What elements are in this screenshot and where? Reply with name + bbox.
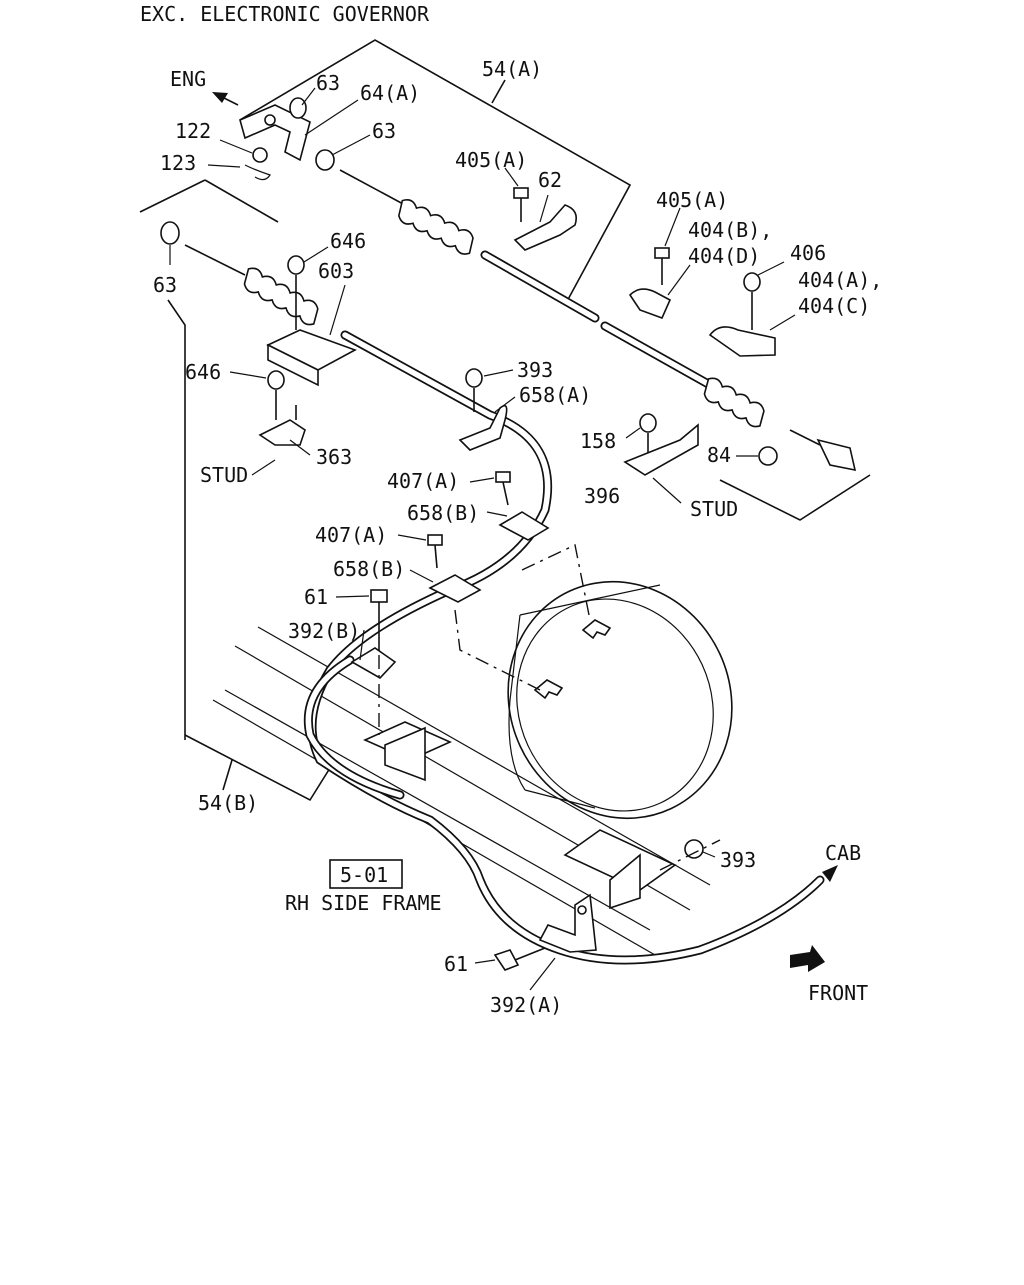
callout-stud-left: STUD [200,463,248,487]
callout-392a: 392(A) [490,993,562,1017]
callout-393-bottom: 393 [720,848,756,872]
callout-406: 406 [790,241,826,265]
callout-658b-1: 658(B) [407,501,479,525]
callout-123: 123 [160,151,196,175]
callout-54b: 54(B) [198,791,258,815]
callout-658a: 658(A) [519,383,591,407]
reference-box [329,859,403,889]
eng-arrow [212,92,239,106]
callout-61-bottom: 61 [444,952,468,976]
callout-stud-right: STUD [690,497,738,521]
callout-63-left: 63 [153,273,177,297]
assembly-outline-54b [139,179,336,802]
callout-363: 363 [316,445,352,469]
diagram-title: EXC. ELECTRONIC GOVERNOR [140,2,430,26]
frame-bracket-center [363,721,452,782]
front-arrow [790,945,825,972]
callout-84: 84 [707,443,731,467]
callout-646-left: 646 [185,360,221,384]
front-arrow-icon [790,945,825,972]
callout-61-top: 61 [304,585,328,609]
callout-603: 603 [318,259,354,283]
fuel-tank [507,580,733,820]
dashed-reference-lines [378,543,721,871]
callout-labels: 63 64(A) 63 54(A) 122 123 405(A) 62 405(… [153,57,882,1017]
reference-caption: RH SIDE FRAME [285,891,442,915]
callout-158: 158 [580,429,616,453]
callout-407a-1: 407(A) [387,469,459,493]
leader-lines [169,87,796,991]
frame-bracket-rear [563,829,677,910]
cable-upper [339,169,857,472]
cab-arrow-icon [822,865,838,882]
callout-407a-2: 407(A) [315,523,387,547]
callout-404b: 404(B), [688,218,772,242]
cab-label: CAB [825,841,861,865]
callout-63-mid: 63 [372,119,396,143]
cab-arrow [822,865,838,882]
callout-646-top: 646 [330,229,366,253]
eng-arrow-icon [212,92,228,103]
reference-box-label: 5-01 [340,863,388,887]
front-label: FRONT [808,981,868,1005]
callout-393-top: 393 [517,358,553,382]
hardware-parts [160,97,778,971]
callout-404a: 404(A), [798,268,882,292]
callout-54a: 54(A) [482,57,542,81]
callout-405a-2: 405(A) [656,188,728,212]
callout-404d: 404(D) [688,244,760,268]
callout-62: 62 [538,168,562,192]
eng-label: ENG [170,67,206,91]
callout-405a-1: 405(A) [455,148,527,172]
callout-392b: 392(B) [288,619,360,643]
callout-396: 396 [584,484,620,508]
cable-lower [184,244,825,965]
callout-122: 122 [175,119,211,143]
callout-404c: 404(C) [798,294,870,318]
callout-63-top: 63 [316,71,340,95]
callout-658b-2: 658(B) [333,557,405,581]
callout-64a: 64(A) [360,81,420,105]
assembly-outline-54a [239,39,871,521]
